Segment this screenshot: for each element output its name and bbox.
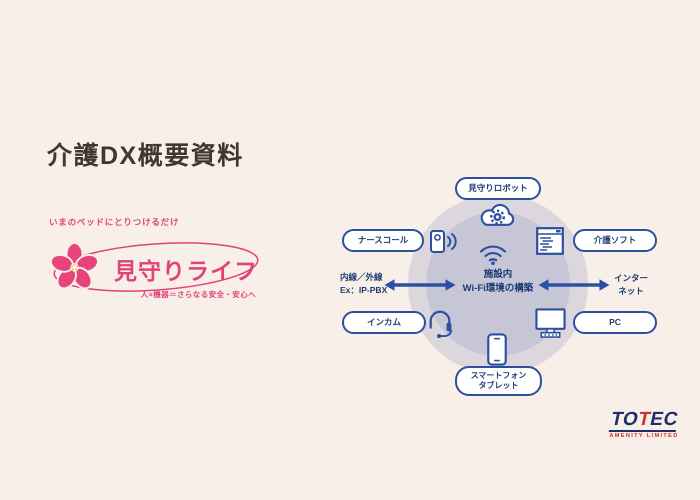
headset-icon (429, 310, 453, 338)
right-connection-label: インター ネット (609, 272, 653, 298)
smartphone-icon (487, 333, 507, 366)
node-pill-intercom: インカム (342, 311, 426, 334)
node-pill-smartphone-line1: スマートフォン (470, 371, 527, 380)
totec-letters-ec: EC (647, 409, 680, 430)
right-double-arrow (538, 279, 610, 291)
totec-subtitle: AMENITY LIMITED (609, 433, 679, 439)
page-title: 介護DX概要資料 (47, 142, 244, 170)
brand-tagline-top: いまのベッドにとりつけるだけ (49, 217, 180, 227)
right-connection-line1: インター (613, 273, 648, 283)
sakura-flower-icon (51, 242, 98, 290)
nurse-call-icon (430, 230, 457, 253)
node-pill-smartphone-line2: タブレット (478, 381, 519, 390)
left-connection-label: 内線／外線 Ex：IP-PBX (340, 271, 387, 297)
node-pill-smartphone-tablet: スマートフォン タブレット (455, 366, 542, 396)
hub-label: 施設内 Wi-Fi環境の構築 (433, 268, 563, 296)
totec-wordmark: TOTEC (608, 409, 680, 432)
brand-name: 見守りライフ (114, 258, 258, 284)
right-connection-line2: ネット (618, 285, 644, 296)
cloud-gear-icon (480, 203, 515, 226)
node-pill-care-software: 介護ソフト (573, 229, 657, 252)
software-window-icon (536, 227, 564, 255)
left-connection-line2: Ex：IP-PBX (340, 284, 388, 295)
hub-label-line1: 施設内 (483, 269, 513, 280)
hub-label-line2: Wi-Fi環境の構築 (462, 282, 534, 294)
node-pill-pc: PC (573, 311, 657, 334)
totec-logo: TOTEC AMENITY LIMITED (598, 409, 690, 439)
node-pill-mimamori-robot: 見守りロボット (455, 177, 541, 200)
node-pill-nurse-call: ナースコール (342, 229, 424, 252)
brand-tagline-bottom: 人×機器＝さらなる安全・安心へ (140, 290, 256, 299)
left-connection-line1: 内線／外線 (340, 272, 383, 282)
wifi-icon (479, 245, 507, 266)
left-double-arrow (384, 279, 456, 291)
logo-swoosh-ellipse (53, 242, 259, 292)
monitor-icon (535, 308, 566, 338)
